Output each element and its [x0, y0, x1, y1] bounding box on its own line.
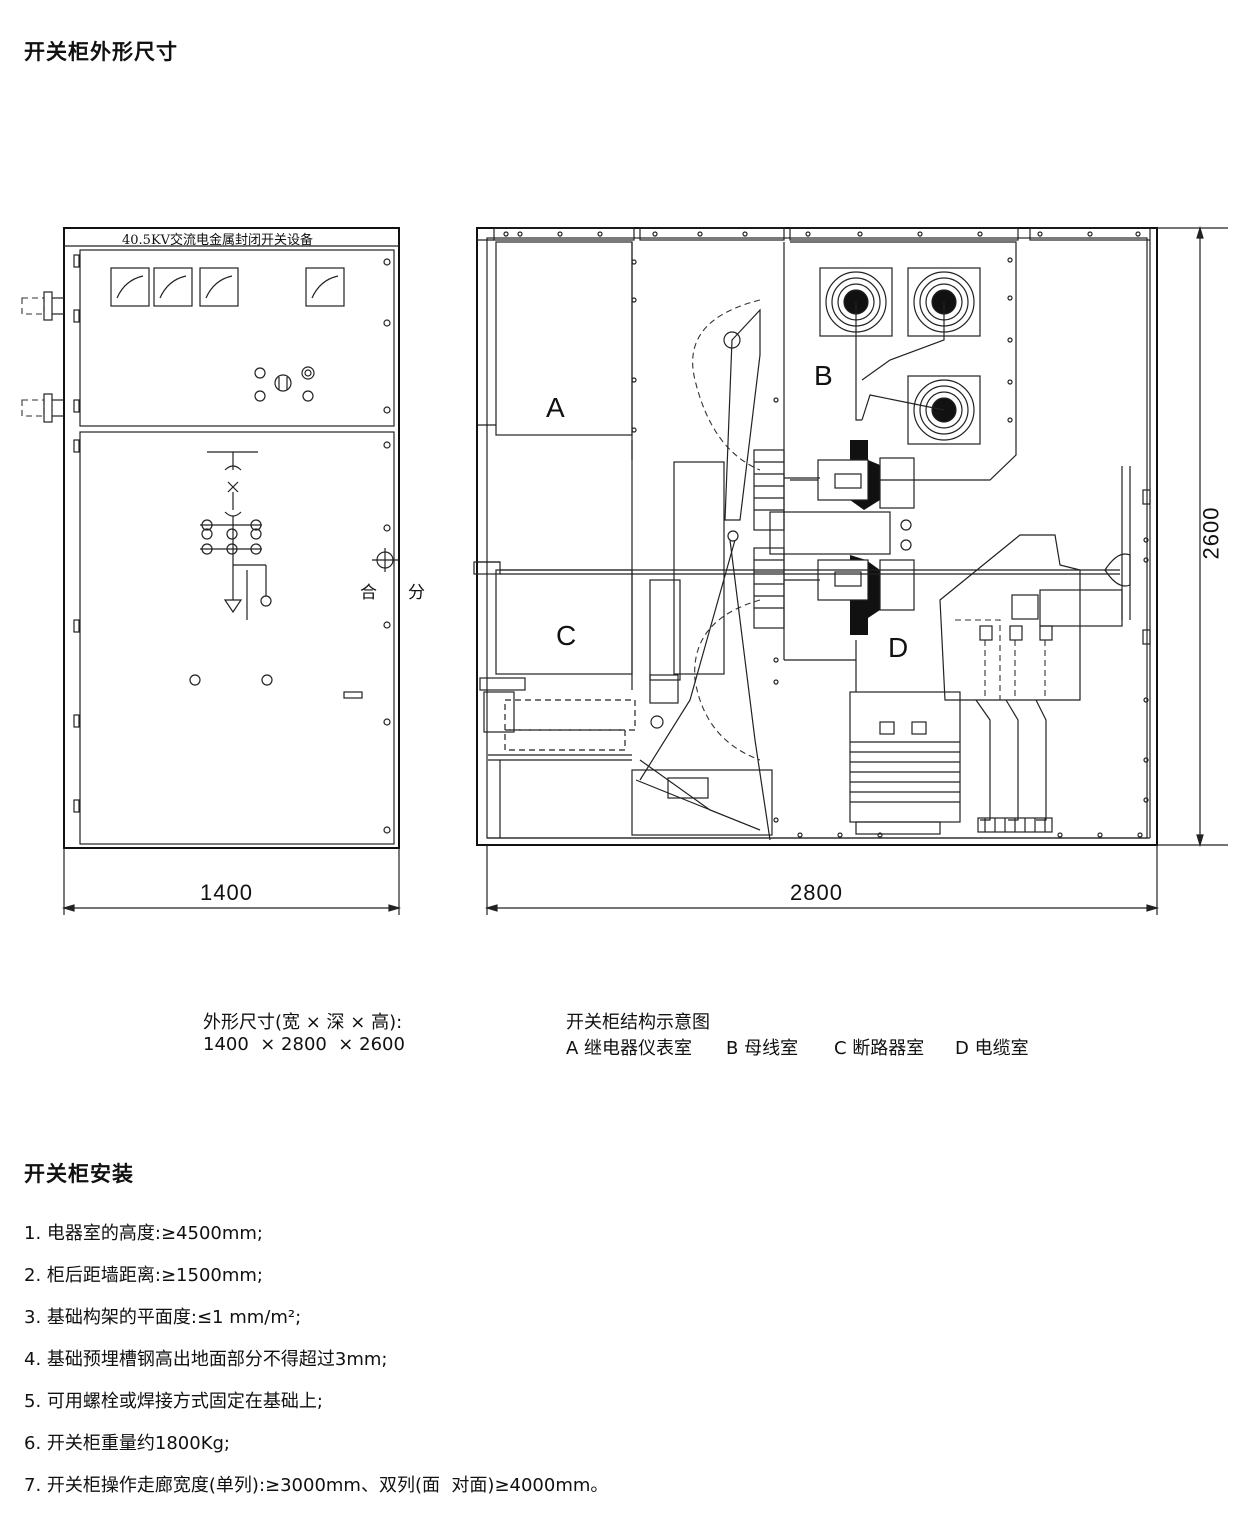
width-dimension-text: 1400 [200, 880, 253, 905]
side-view-drawing [473, 227, 1158, 846]
section-title-installation: 开关柜安装 [24, 1162, 134, 1186]
legend-a: A 继电器仪表室 [566, 1038, 693, 1059]
cabinet-drawings [21, 225, 1228, 915]
install-item-3: 3. 基础构架的平面度:≤1 mm/m²; [24, 1307, 302, 1328]
nameplate-text: 40.5KV交流电金属封闭开关设备 [122, 233, 314, 248]
compartment-label-c: C [556, 620, 577, 651]
width-dimension-line [61, 848, 402, 915]
close-label: 合 [360, 583, 377, 603]
install-item-7: 7. 开关柜操作走廊宽度(单列):≥3000mm、双列(面 对面)≥4000mm… [24, 1475, 609, 1496]
dimensions-caption: 外形尺寸(宽 × 深 × 高): [203, 1012, 403, 1033]
install-item-2: 2. 柜后距墙距离:≥1500mm; [24, 1265, 263, 1286]
height-dimension-text: 2600 [1198, 506, 1224, 560]
install-item-6: 6. 开关柜重量约1800Kg; [24, 1433, 230, 1454]
structure-caption: 开关柜结构示意图 [566, 1012, 710, 1033]
front-view-drawing [21, 227, 400, 849]
install-item-1: 1. 电器室的高度:≥4500mm; [24, 1223, 263, 1244]
depth-dimension-text: 2800 [790, 880, 843, 905]
legend-c: C 断路器室 [834, 1038, 925, 1059]
install-item-4: 4. 基础预埋槽钢高出地面部分不得超过3mm; [24, 1349, 388, 1370]
section-title-dimensions: 开关柜外形尺寸 [24, 40, 178, 64]
depth-dimension-line [484, 845, 1160, 915]
compartment-label-b: B [814, 360, 833, 391]
compartment-label-a: A [546, 392, 565, 423]
legend-b: B 母线室 [726, 1038, 799, 1059]
install-item-5: 5. 可用螺栓或焊接方式固定在基础上; [24, 1391, 323, 1412]
legend-d: D 电缆室 [955, 1038, 1029, 1059]
height-dimension-line [1157, 225, 1228, 848]
open-label: 分 [408, 583, 425, 603]
compartment-label-d: D [888, 632, 909, 663]
dimensions-value: 1400 × 2800 × 2600 [203, 1034, 405, 1055]
